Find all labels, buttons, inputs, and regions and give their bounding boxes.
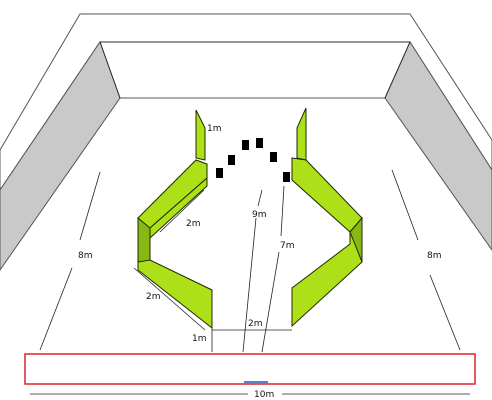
top-gap-label: 1m [207, 124, 222, 134]
bottom-inner-width-label: 2m [248, 319, 263, 329]
start-marker [244, 381, 268, 384]
block-2 [228, 155, 235, 165]
right-side-label: 8m [427, 251, 442, 261]
left-barrier-lower-arm [137, 259, 213, 330]
block-4 [256, 138, 263, 148]
right-side-dimension: 8m [391, 169, 461, 351]
center-mid-line-upper [280, 185, 285, 237]
block-6 [283, 172, 290, 182]
start-zone [24, 353, 476, 385]
left-barrier-post [195, 109, 206, 161]
wall-right-inner-edge [384, 41, 411, 99]
bottom-gap-label: 1m [192, 334, 207, 344]
target-blocks [216, 138, 290, 182]
left-barrier [137, 109, 213, 330]
center-mid-line-lower [261, 251, 280, 353]
total-width-dimension: 10m [30, 390, 470, 400]
block-1 [216, 168, 223, 178]
left-lower-segment-label: 2m [146, 292, 161, 302]
left-side-dimension: 8m [39, 171, 101, 351]
right-barrier-post [296, 107, 307, 161]
center-dimensions: 9m 7m [211, 185, 295, 353]
left-side-label: 8m [78, 251, 93, 261]
wall-left-inner-edge [99, 41, 121, 99]
arena-walls [0, 13, 492, 271]
segment-dimensions: 1m 2m 2m 2m 1m [133, 124, 292, 344]
right-barrier [291, 107, 363, 328]
left-upper-segment-label: 2m [186, 219, 201, 229]
center-mid-label: 7m [280, 241, 295, 251]
center-long-line-upper [257, 189, 263, 207]
center-long-line-lower [242, 217, 257, 353]
block-3 [242, 140, 249, 150]
right-barrier-lower-arm [291, 231, 363, 328]
block-5 [270, 152, 277, 162]
center-long-label: 9m [252, 210, 267, 220]
left-barrier-lower-face [149, 176, 208, 240]
total-width-label: 10m [254, 390, 274, 400]
right-barrier-upper-arm [291, 157, 363, 233]
